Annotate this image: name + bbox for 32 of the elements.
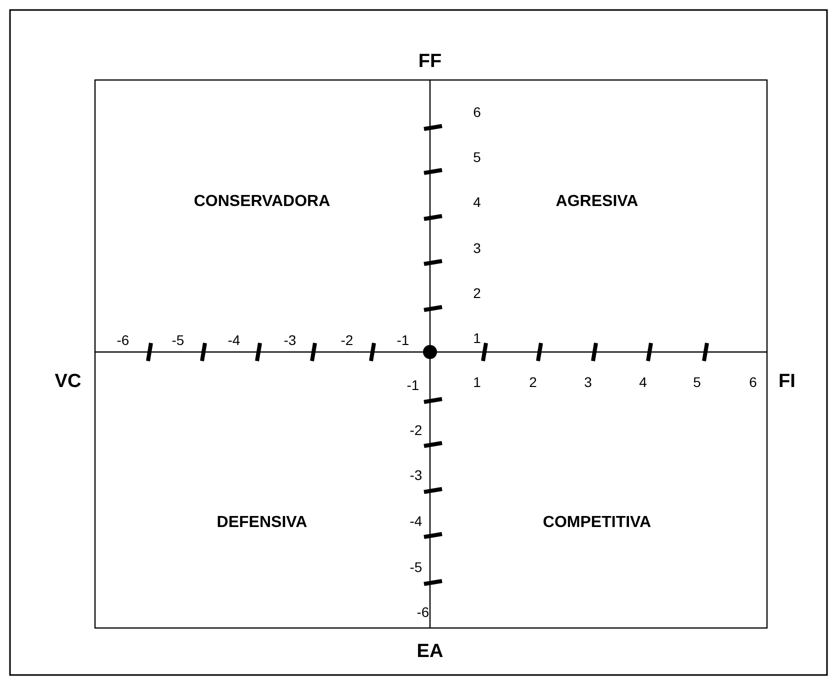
tick-label: 5 — [693, 374, 701, 390]
tick-label: 5 — [473, 149, 481, 165]
quadrant-label: DEFENSIVA — [216, 514, 308, 532]
tick-label: 3 — [584, 374, 592, 390]
axis-label: FF — [418, 51, 442, 73]
tick-label: -2 — [410, 422, 422, 438]
tick-label: 4 — [473, 194, 481, 210]
tick-label: -5 — [172, 332, 184, 348]
tick-label: 2 — [473, 285, 481, 301]
tick-label: 1 — [473, 330, 481, 346]
quadrant-label: CONSERVADORA — [194, 193, 330, 211]
tick-label: -5 — [410, 559, 422, 575]
tick-label: -4 — [228, 332, 240, 348]
tick-label: 6 — [473, 104, 481, 120]
axis-label: VC — [54, 371, 82, 393]
tick-label: 2 — [529, 374, 537, 390]
tick-label: 3 — [473, 240, 481, 256]
tick-label: 6 — [749, 374, 757, 390]
tick-label: -3 — [284, 332, 296, 348]
tick-label: -1 — [406, 377, 420, 393]
tick-label: 1 — [473, 374, 481, 390]
tick-label: 4 — [639, 374, 647, 390]
quadrant-label: AGRESIVA — [556, 193, 638, 211]
tick-label: -4 — [410, 513, 422, 529]
tick-label: -3 — [410, 467, 422, 483]
tick-label: -1 — [396, 332, 410, 348]
tick-label: -2 — [340, 332, 354, 348]
axis-label: FI — [778, 371, 796, 393]
quadrant-label: COMPETITIVA — [542, 514, 652, 532]
tick-label: -6 — [416, 604, 430, 620]
axis-label: EA — [416, 641, 444, 663]
tick-label: -6 — [116, 332, 130, 348]
